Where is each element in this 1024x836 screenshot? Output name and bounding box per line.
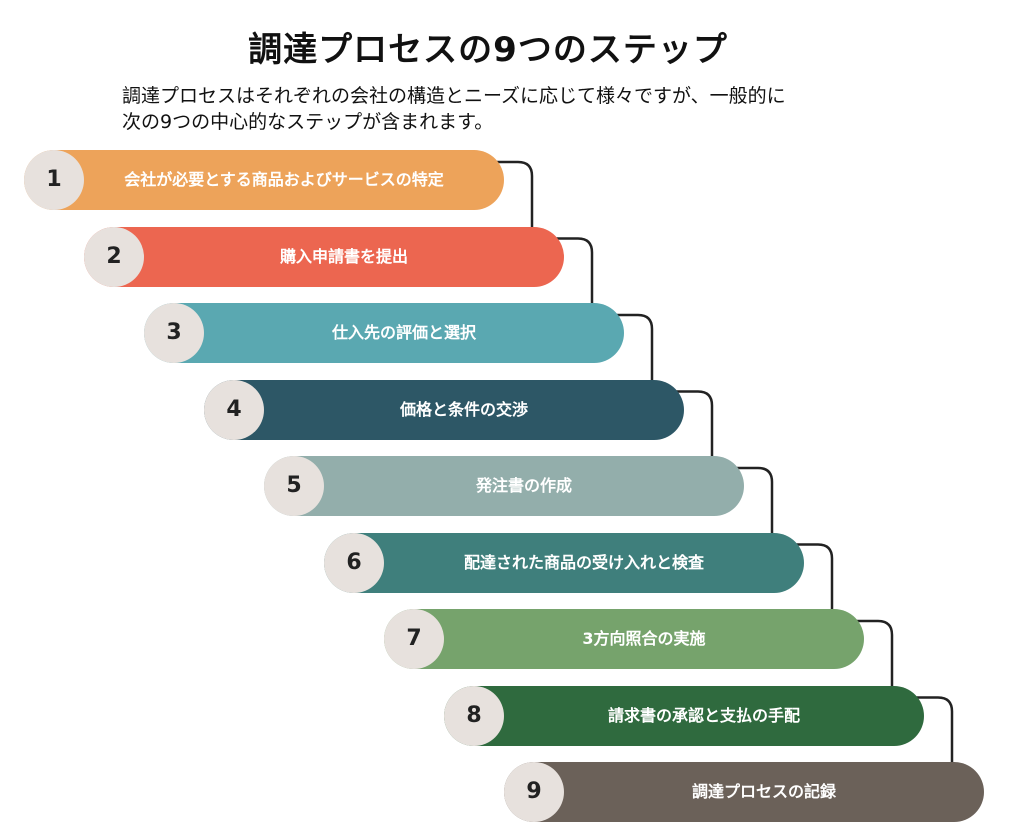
step-1: 1 会社が必要とする商品およびサービスの特定 [24, 150, 504, 210]
step-number-circle: 5 [264, 456, 324, 516]
step-label: 調達プロセスの記録 [691, 782, 836, 801]
step-label: 仕入先の評価と選択 [331, 323, 476, 342]
step-6: 6 配達された商品の受け入れと検査 [324, 532, 804, 593]
intro-text: 調達プロセスはそれぞれの会社の構造とニーズに応じて様々ですが、一般的に 次の9つ… [122, 83, 922, 135]
step-3: 3 仕入先の評価と選択 [144, 303, 624, 363]
step-label: 請求書の承認と支払の手配 [607, 705, 800, 725]
step-number-circle: 8 [444, 685, 504, 746]
step-label: 配達された商品の受け入れと検査 [463, 552, 704, 572]
step-8: 8 請求書の承認と支払の手配 [444, 685, 924, 746]
step-number-circle: 1 [24, 150, 84, 210]
step-2: 2 購入申請書を提出 [84, 226, 564, 287]
step-4: 4 価格と条件の交渉 [204, 379, 684, 440]
step-number-circle: 6 [324, 532, 384, 593]
step-label: 3方向照合の実施 [582, 629, 706, 648]
step-number-circle: 7 [384, 609, 444, 669]
step-label: 会社が必要とする商品およびサービスの特定 [124, 170, 444, 189]
step-label: 発注書の作成 [475, 476, 572, 495]
intro-line-2: 次の9つの中心的なステップが含まれます。 [122, 111, 494, 133]
step-label: 購入申請書を提出 [279, 246, 408, 266]
step-9: 9 調達プロセスの記録 [504, 762, 984, 822]
step-5: 5 発注書の作成 [264, 456, 744, 516]
step-7: 7 3方向照合の実施 [384, 609, 864, 669]
step-number-circle: 2 [84, 226, 144, 287]
step-number-circle: 3 [144, 303, 204, 363]
step-number-circle: 9 [504, 762, 564, 822]
page-title: 調達プロセスの9つのステップ [248, 30, 728, 70]
step-label: 価格と条件の交渉 [399, 399, 528, 419]
intro-line-1: 調達プロセスはそれぞれの会社の構造とニーズに応じて様々ですが、一般的に [122, 85, 786, 107]
step-number-circle: 4 [204, 379, 264, 440]
